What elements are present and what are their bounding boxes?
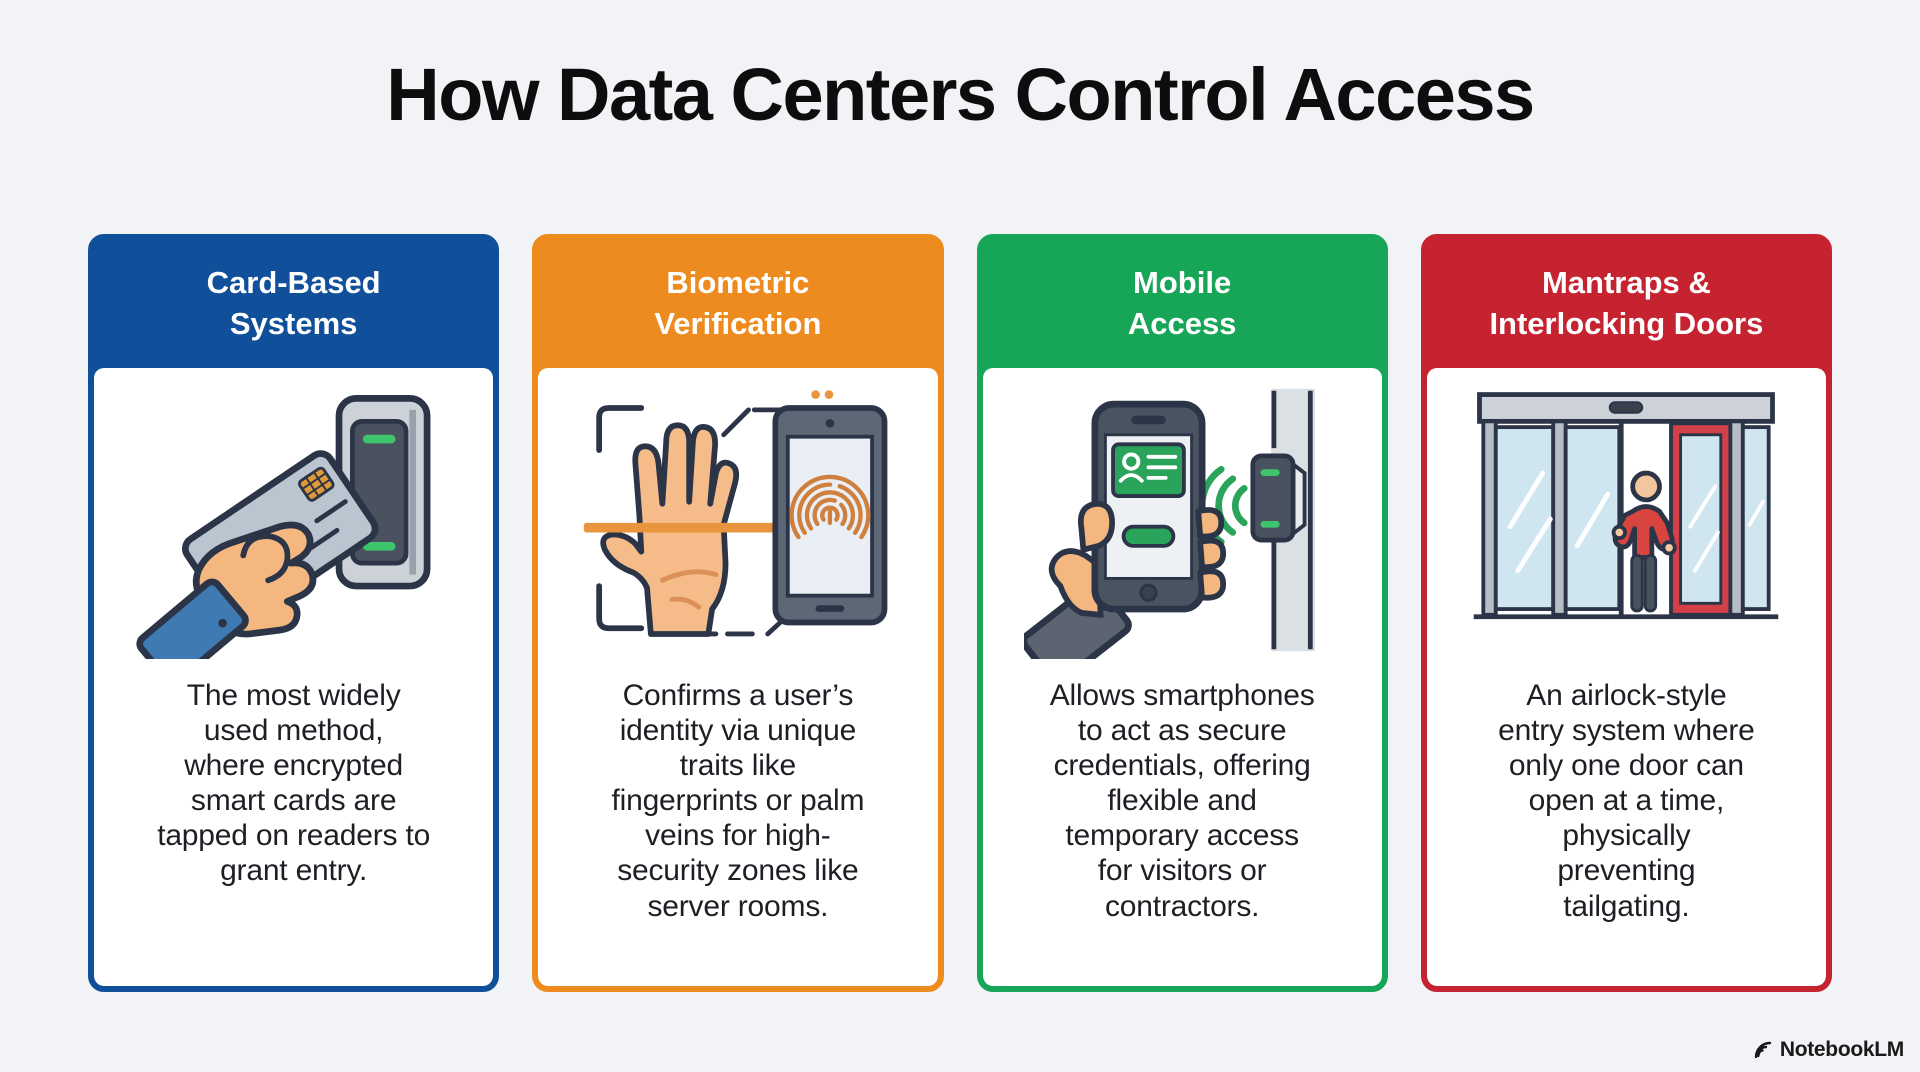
sleeve-icon (136, 578, 249, 659)
notebooklm-logo-icon (1754, 1041, 1772, 1059)
mobile-access-illustration (1024, 370, 1340, 670)
fingers-icon (1078, 500, 1227, 601)
scan-frame-icon (596, 405, 645, 632)
biometric-scan-illustration (580, 370, 896, 670)
unlock-button-icon (1121, 524, 1176, 548)
card-mantraps-interlocking-doors: Mantraps &Interlocking Doors (1420, 234, 1832, 992)
palm-scan-illustration-svg (583, 390, 888, 637)
decor-dot (824, 390, 834, 399)
door-header-icon (1477, 392, 1776, 424)
mantrap-doors-illustration (1468, 370, 1784, 670)
card-tap-illustration-svg (136, 395, 431, 659)
watermark-label: NotebookLM (1779, 1038, 1904, 1061)
decor-dot (811, 390, 820, 399)
fingerprint-icon (789, 474, 871, 540)
phone-reader-illustration-svg (1024, 388, 1316, 659)
scan-line (583, 522, 778, 533)
smart-card-reader-illustration (136, 370, 452, 670)
door-reader-icon (1250, 453, 1307, 543)
watermark: NotebookLM (1752, 1038, 1904, 1062)
red-door-icon (1669, 421, 1733, 617)
page-title: How Data Centers Control Access (386, 53, 1535, 136)
glass-panels-icon (1481, 419, 1624, 617)
card-header: Mantraps &Interlocking Doors (1427, 240, 1826, 368)
sliding-doors-illustration-svg (1474, 392, 1779, 620)
person-icon (1612, 470, 1678, 613)
right-panel-icon (1728, 419, 1771, 617)
thumb-icon (1078, 500, 1116, 553)
id-badge-icon (1111, 442, 1186, 498)
hand-icon (1048, 548, 1104, 618)
hand-icon (192, 521, 316, 638)
card-title: Mantraps &Interlocking Doors (1489, 265, 1764, 341)
smartphone-icon (1091, 400, 1206, 613)
